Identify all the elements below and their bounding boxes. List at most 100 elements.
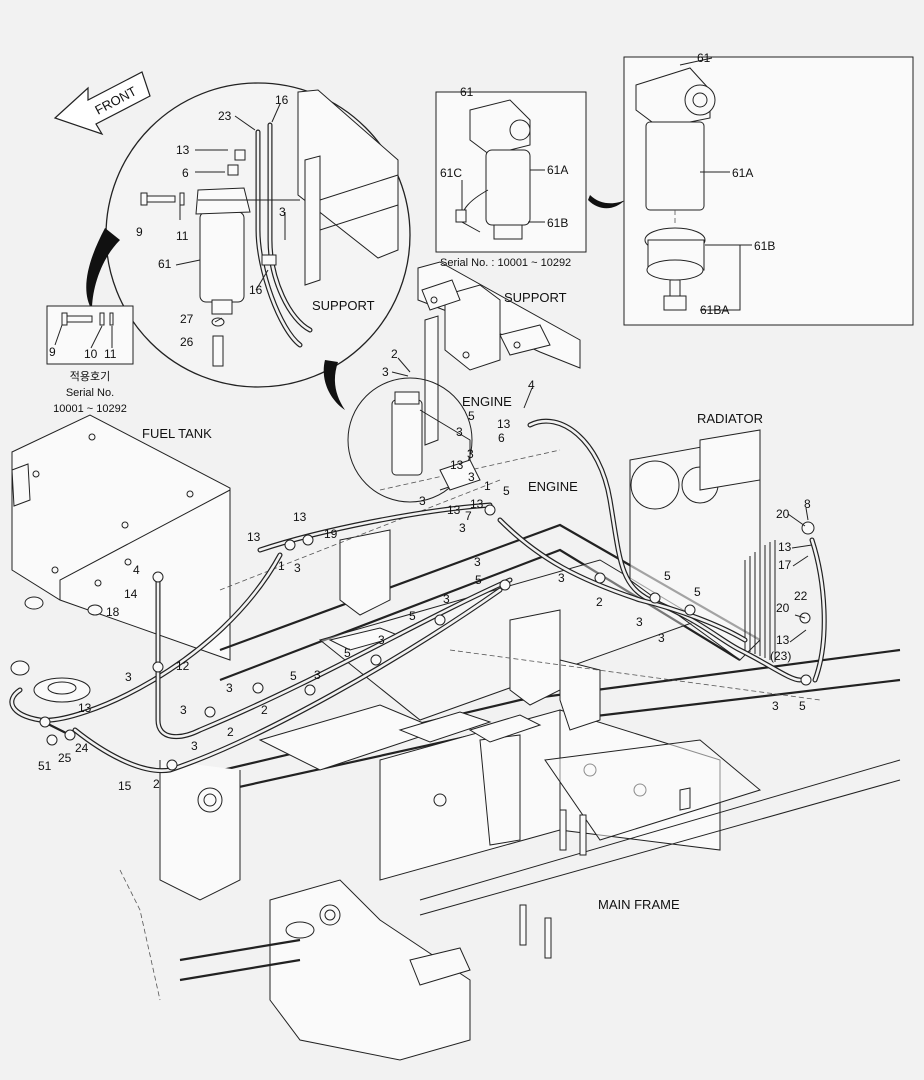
callout-7: 7 — [465, 509, 472, 523]
support-bracket — [417, 261, 581, 446]
callout-13i: 13 — [778, 540, 792, 554]
callout-4a: 4 — [528, 378, 535, 392]
callout-3s: 3 — [191, 739, 198, 753]
callout-3r: 3 — [180, 703, 187, 717]
callout-61b: 61B — [754, 239, 775, 253]
callout-13d: 13 — [447, 503, 461, 517]
label-support-main: SUPPORT — [504, 290, 567, 305]
fuel-tank — [10, 414, 231, 703]
label-radiator: RADIATOR — [697, 411, 763, 426]
callout-2b: 2 — [596, 595, 603, 609]
callout-24: 24 — [75, 741, 89, 755]
callout-23b: (23) — [770, 649, 791, 663]
callout-13b: 13 — [497, 417, 511, 431]
serial-texts: 적용호기 Serial No. 10001 ~ 10292 Serial No.… — [53, 257, 571, 415]
callout-5g-a: 5 — [344, 646, 351, 660]
callout-3a: 3 — [279, 205, 286, 219]
callout-11a: 11 — [176, 229, 189, 243]
callout-5h: 5 — [799, 699, 806, 713]
section-labels: FUEL TANK SUPPORT SUPPORT ENGINE ENGINE … — [142, 290, 763, 912]
callout-2c: 2 — [261, 703, 268, 717]
callout-6b: 6 — [498, 431, 505, 445]
callout-2d: 2 — [227, 725, 234, 739]
detail-pointer — [323, 360, 345, 410]
label-support-detail: SUPPORT — [312, 298, 375, 313]
callout-61: 61 — [697, 51, 711, 65]
hose-clamps — [152, 504, 815, 771]
callout-5b: 5 — [503, 484, 510, 498]
callout-20b: 20 — [776, 601, 790, 615]
radiator-unit — [629, 429, 776, 662]
callout-22: 22 — [794, 589, 808, 603]
filter-inset-box-right — [623, 56, 914, 326]
bolt-inset-box — [46, 305, 134, 365]
callout-3q: 3 — [314, 668, 321, 682]
serial-korean: 적용호기 — [70, 370, 110, 383]
callout-11b: 11 — [104, 347, 117, 361]
callout-61b-mid: 61B — [547, 216, 568, 230]
callout-3c: 3 — [456, 425, 463, 439]
callout-6a: 6 — [182, 166, 189, 180]
callout-27: 27 — [180, 312, 194, 326]
callout-16b: 16 — [249, 283, 263, 297]
callout-5c: 5 — [475, 573, 482, 587]
callout-3e: 3 — [468, 470, 475, 484]
fuel-hose-lines — [9, 418, 827, 774]
callout-13e: 13 — [470, 497, 484, 511]
callout-61a-mid: 61A — [547, 163, 568, 177]
callout-14: 14 — [124, 587, 138, 601]
callout-9b: 9 — [49, 345, 56, 359]
label-main-frame: MAIN FRAME — [598, 897, 680, 912]
callout-5f: 5 — [409, 609, 416, 623]
callout-2a: 2 — [391, 347, 398, 361]
callout-3h: 3 — [294, 561, 301, 575]
callout-26: 26 — [180, 335, 194, 349]
main-frame — [119, 449, 901, 1061]
callout-61a: 61A — [732, 166, 753, 180]
callout-61-mid: 61 — [460, 85, 474, 99]
callout-4b: 4 — [133, 563, 140, 577]
callout-17: 17 — [778, 558, 792, 572]
callout-15: 15 — [118, 779, 132, 793]
fuel-filter-mounted — [347, 377, 481, 503]
callout-3t: 3 — [772, 699, 779, 713]
callout-13j: 13 — [776, 633, 790, 647]
callout-5g: 5 — [290, 669, 297, 683]
callout-3o: 3 — [125, 670, 132, 684]
serial-range: 10001 ~ 10292 — [53, 403, 127, 415]
callout-18: 18 — [106, 605, 120, 619]
callout-13g: 13 — [247, 530, 261, 544]
callout-3g: 3 — [459, 521, 466, 535]
callout-2e: 2 — [153, 777, 160, 791]
label-fuel-tank: FUEL TANK — [142, 426, 212, 441]
callout-8: 8 — [804, 497, 811, 511]
label-engine-b: ENGINE — [528, 479, 578, 494]
callout-61-circle: 61 — [158, 257, 172, 271]
callout-61c: 61C — [440, 166, 462, 180]
callout-5a: 5 — [468, 409, 475, 423]
callout-3j: 3 — [558, 571, 565, 585]
callout-1a: 1 — [484, 479, 491, 493]
inset-pointer — [588, 195, 625, 209]
leader-lines — [54, 57, 813, 643]
oil-cooler-fins — [744, 540, 776, 662]
callout-3f: 3 — [419, 494, 426, 508]
callout-13f: 13 — [293, 510, 307, 524]
filter-inset-box-left — [435, 91, 587, 253]
callout-12: 12 — [176, 659, 190, 673]
detail-circle — [86, 82, 411, 388]
callout-16a: 16 — [275, 93, 289, 107]
callout-3b: 3 — [382, 365, 389, 379]
callout-3p: 3 — [226, 681, 233, 695]
callout-5e: 5 — [694, 585, 701, 599]
callout-23: 23 — [218, 109, 232, 123]
callout-1b: 1 — [278, 559, 285, 573]
callout-61ba: 61BA — [700, 303, 729, 317]
callout-3m: 3 — [443, 592, 450, 606]
part-callouts: 61 61A 61B 61BA 61 61A 61B 61C 23 16 13 … — [38, 51, 811, 793]
callout-10: 10 — [84, 347, 98, 361]
callout-3n: 3 — [378, 633, 385, 647]
callout-20a: 20 — [776, 507, 790, 521]
callout-3k: 3 — [636, 615, 643, 629]
